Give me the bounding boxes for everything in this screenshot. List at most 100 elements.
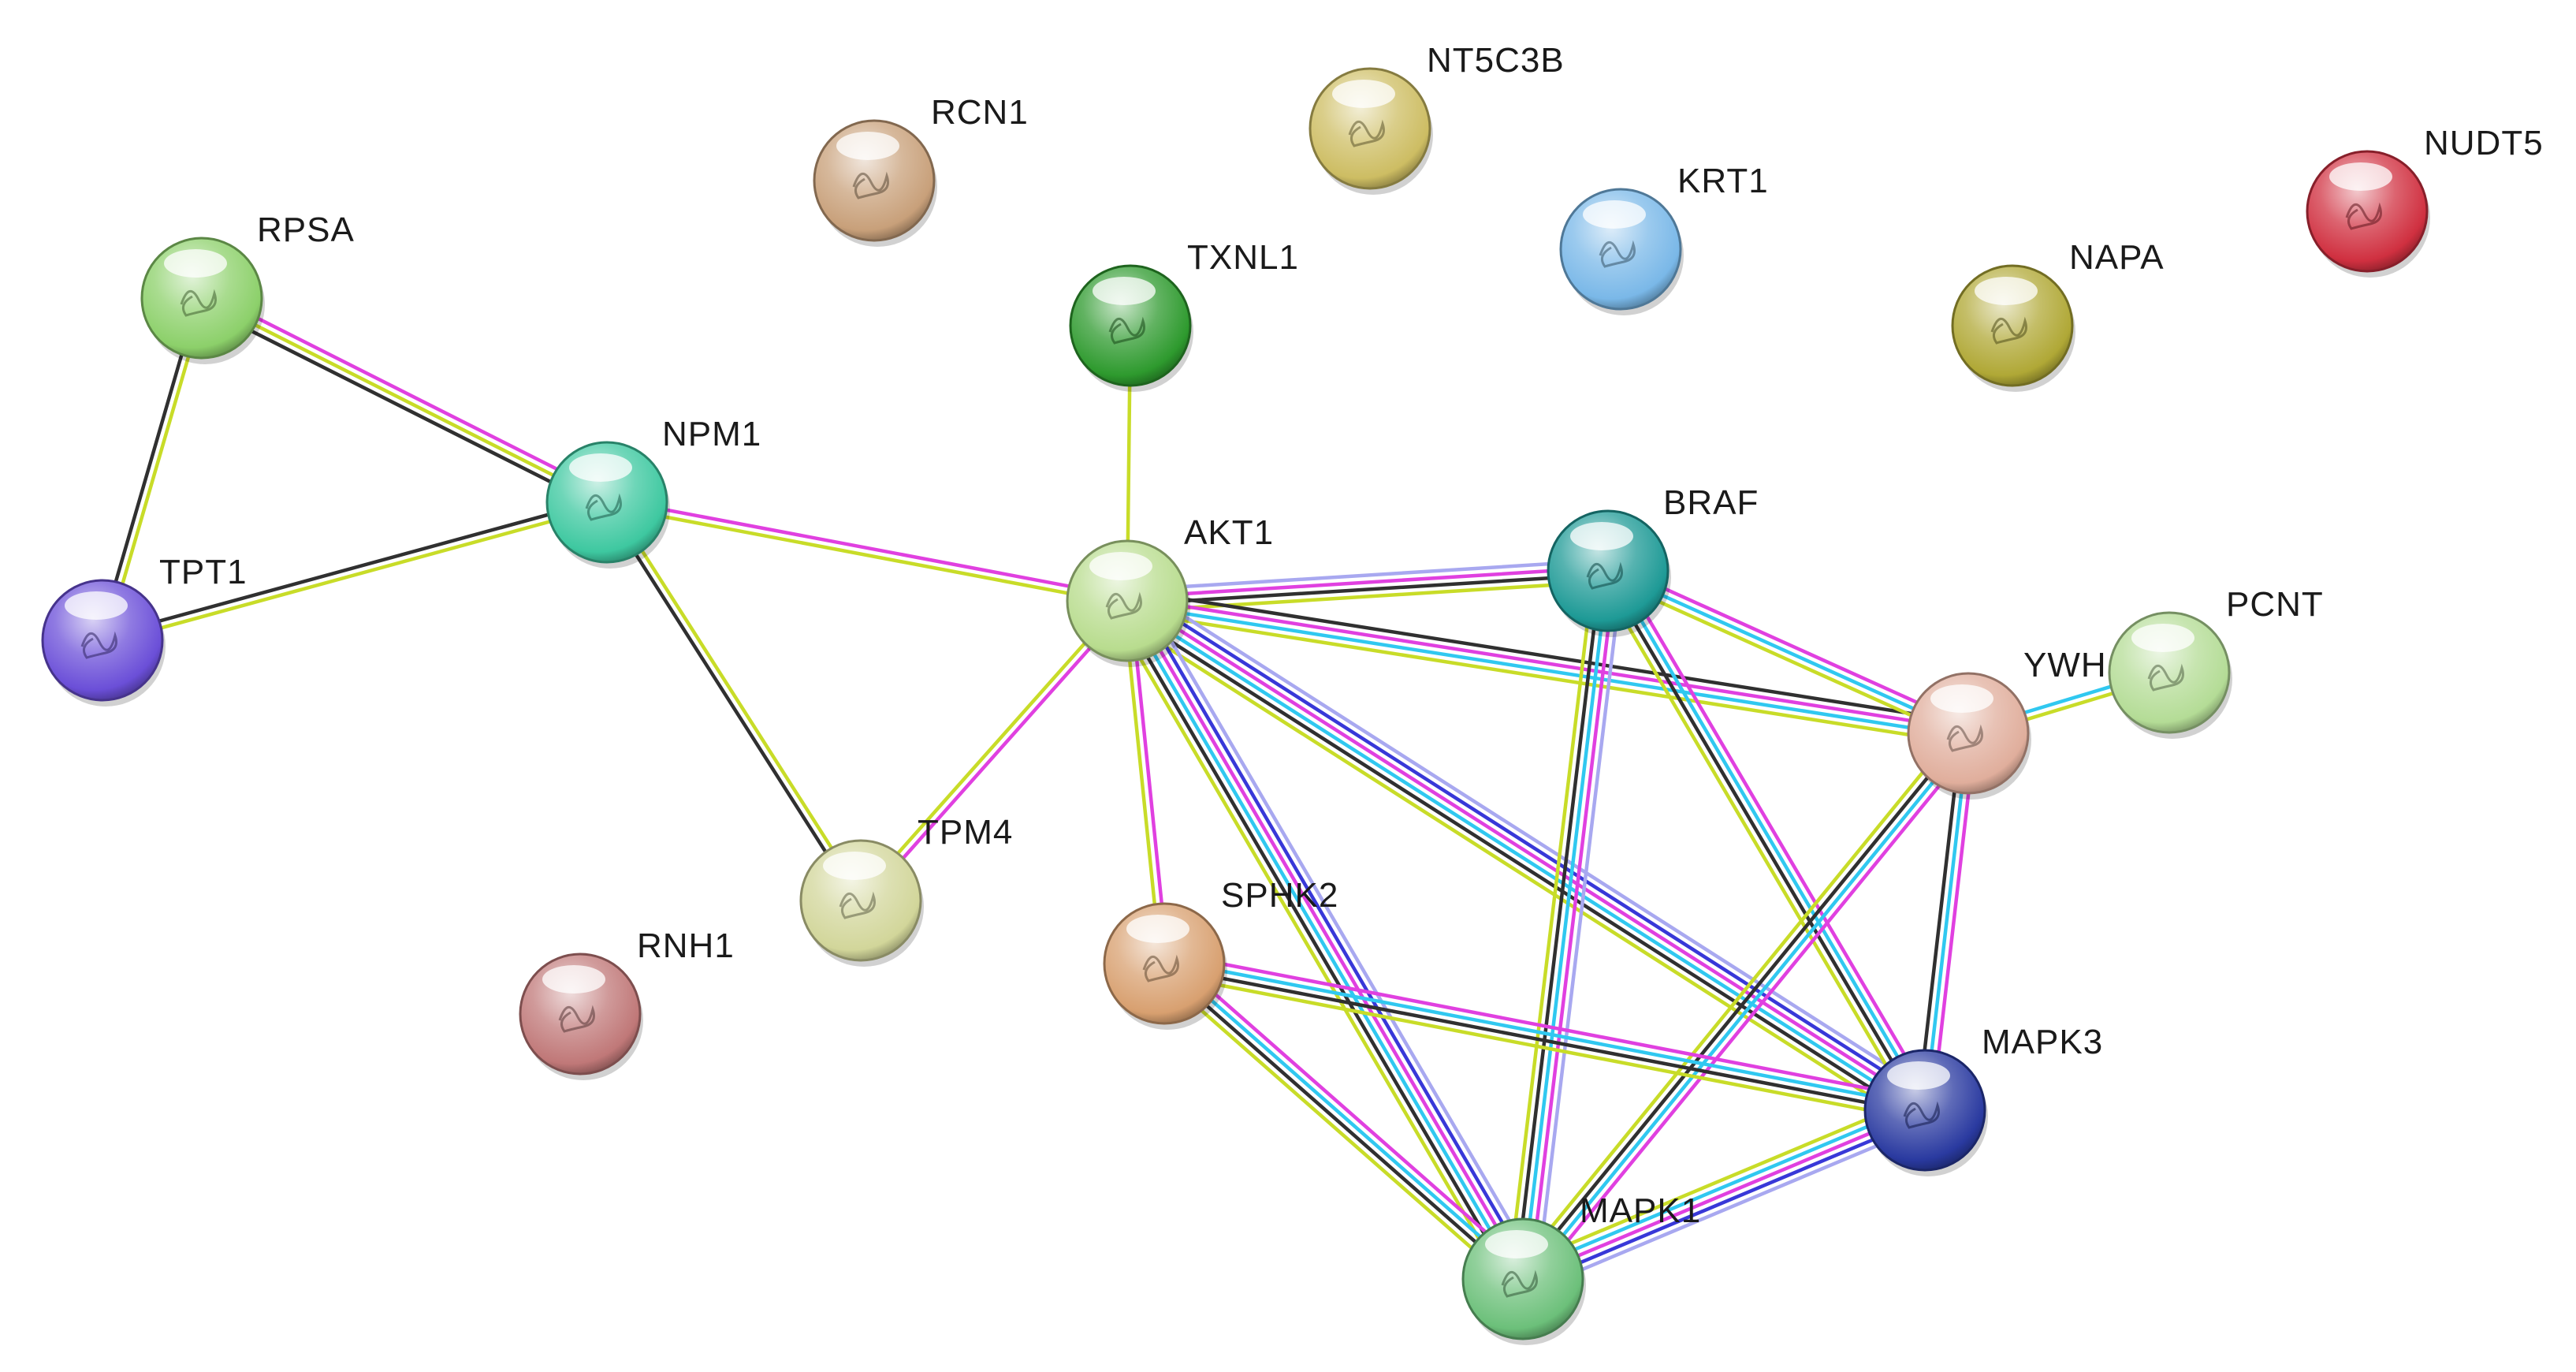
node-npm1[interactable]: NPM1 — [545, 415, 761, 569]
edge-akt1-tpm4[interactable] — [856, 596, 1132, 905]
node-akt1[interactable]: AKT1 — [1066, 513, 1274, 667]
protein-structure-icon — [558, 1005, 595, 1033]
node-tpm4[interactable]: TPM4 — [799, 813, 1013, 967]
edge-evidence-cyan — [1524, 733, 1973, 1284]
node-label: TXNL1 — [1187, 238, 1299, 277]
edge-evidence-black — [1513, 568, 1603, 1281]
node-highlight — [569, 453, 632, 482]
node-sphk2[interactable]: SPHK2 — [1103, 876, 1338, 1030]
edge-evidence-pink — [1169, 953, 1532, 1273]
edge-evidence-yellow — [1515, 1095, 1922, 1268]
edge-evidence-pink — [1127, 595, 1929, 1109]
edge-ywhaz-mapk1[interactable] — [1513, 725, 1979, 1288]
protein-structure-icon — [180, 289, 217, 317]
protein-structure-icon — [1586, 561, 1623, 590]
edge-akt1-braf[interactable] — [1124, 558, 1611, 613]
protein-structure-icon — [585, 493, 622, 521]
node-mapk3[interactable]: MAPK3 — [1863, 1023, 2103, 1176]
edge-npm1-tpm4[interactable] — [601, 498, 866, 904]
edge-evidence-blue — [1524, 1115, 1930, 1288]
node-highlight — [542, 965, 605, 994]
edge-evidence-pink — [1521, 1108, 1927, 1281]
node-ywhaz[interactable]: YWH — [1907, 646, 2107, 800]
edge-braf-ywhaz[interactable] — [1603, 562, 1973, 742]
edge-akt1-mapk3[interactable] — [1115, 583, 1937, 1128]
edge-akt1-ywhaz[interactable] — [1123, 588, 1972, 746]
node-rpsa[interactable]: RPSA — [140, 211, 355, 364]
node-braf[interactable]: BRAF — [1547, 483, 1759, 637]
edge-evidence-pink — [605, 497, 1130, 599]
protein-structure-icon — [2147, 663, 2184, 692]
node-label: TPM4 — [918, 813, 1013, 852]
edge-evidence-cyan — [1164, 959, 1528, 1278]
edge-evidence-purple — [1124, 558, 1610, 592]
node-label: NT5C3B — [1427, 41, 1565, 80]
node-label: NAPA — [2069, 238, 2165, 277]
node-nudt5[interactable]: NUDT5 — [2306, 124, 2544, 278]
edge-evidence-pink — [1615, 563, 1936, 1107]
edge-braf-mapk3[interactable] — [1597, 563, 1936, 1118]
node-label: NPM1 — [662, 415, 761, 453]
edge-evidence-yellow — [1160, 972, 1925, 1123]
edge-evidence-purple — [1535, 570, 1625, 1283]
edge-mapk3-mapk1[interactable] — [1515, 1095, 1933, 1294]
node-rcn1[interactable]: RCN1 — [813, 93, 1029, 247]
protein-structure-icon — [1990, 316, 2027, 345]
edge-evidence-pink — [203, 289, 612, 498]
node-highlight — [1126, 915, 1189, 943]
node-highlight — [1930, 684, 1993, 713]
node-label: YWH — [2023, 646, 2107, 684]
edge-evidence-yellow — [1126, 580, 1611, 613]
edge-evidence-yellow — [1110, 608, 1509, 1290]
edge-evidence-blue — [1134, 593, 1534, 1276]
edge-ywhaz-mapk3[interactable] — [1915, 730, 1978, 1113]
edge-evidence-cyan — [1123, 602, 1925, 1116]
node-krt1[interactable]: KRT1 — [1559, 162, 1769, 315]
node-txnl1[interactable]: TXNL1 — [1069, 238, 1299, 392]
node-label: SPHK2 — [1221, 876, 1338, 915]
edge-evidence-yellow — [1115, 613, 1918, 1128]
edge-evidence-cyan — [1122, 601, 1522, 1283]
edge-evidence-yellow — [1123, 610, 1969, 746]
edge-evidence-purple — [1141, 590, 1540, 1272]
node-nt5c3b[interactable]: NT5C3B — [1308, 41, 1565, 195]
node-rnh1[interactable]: RNH1 — [519, 926, 735, 1080]
edge-evidence-cyan — [1518, 1102, 1924, 1274]
edge-rpsa-npm1[interactable] — [196, 289, 612, 511]
edge-evidence-black — [1160, 964, 1523, 1284]
edge-sphk2-mapk3[interactable] — [1160, 951, 1929, 1123]
edge-evidence-yellow — [1603, 575, 1967, 742]
edges-layer — [97, 289, 2172, 1294]
edge-evidence-cyan — [1163, 958, 1928, 1109]
protein-structure-icon — [1501, 1269, 1538, 1298]
edge-evidence-cyan — [1609, 567, 1930, 1110]
node-highlight — [2329, 162, 2392, 191]
edge-evidence-black — [601, 502, 860, 904]
edge-evidence-pink — [1609, 562, 1973, 729]
node-label: BRAF — [1663, 483, 1759, 522]
node-label: MAPK1 — [1580, 1191, 1701, 1230]
node-napa[interactable]: NAPA — [1951, 238, 2165, 392]
node-tpt1[interactable]: TPT1 — [41, 553, 248, 707]
edge-evidence-black — [1161, 965, 1926, 1116]
edge-evidence-purple — [1526, 1121, 1933, 1294]
edge-npm1-akt1[interactable] — [604, 497, 1130, 606]
protein-structure-icon — [2345, 202, 2382, 230]
node-mapk1[interactable]: MAPK1 — [1461, 1191, 1701, 1345]
node-highlight — [1570, 522, 1633, 550]
node-highlight — [1089, 552, 1152, 580]
node-pcnt[interactable]: PCNT — [2108, 585, 2324, 739]
edge-braf-mapk1[interactable] — [1506, 567, 1625, 1283]
node-highlight — [1975, 277, 2038, 305]
edge-evidence-black — [1126, 588, 1972, 725]
edge-evidence-pink — [1164, 951, 1929, 1102]
protein-structure-icon — [80, 631, 117, 659]
edge-evidence-pink — [1125, 565, 1610, 599]
edge-akt1-mapk1[interactable] — [1110, 590, 1540, 1290]
edge-sphk2-mapk1[interactable] — [1155, 953, 1532, 1289]
node-label: RNH1 — [637, 926, 735, 965]
edge-npm1-tpt1[interactable] — [99, 497, 610, 646]
edge-evidence-black — [1126, 572, 1610, 606]
